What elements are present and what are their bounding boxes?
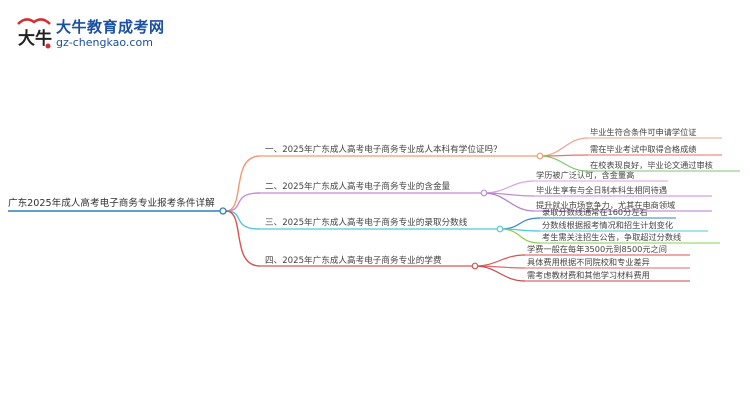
branch-1-dot: [536, 152, 544, 160]
branch-1-leaf-1-curve: [539, 137, 589, 157]
branch-4-curve: [225, 210, 261, 267]
branch-3-leaf-1: 录取分数线通常在160分左右: [542, 207, 648, 217]
branch-4-leaf-1-curve: [474, 254, 526, 267]
root-node[interactable]: 广东2025年成人高考电子商务专业报考条件详解: [8, 197, 227, 215]
branch-3-leaf-1-curve: [499, 217, 541, 230]
root-connector-dot: [219, 207, 227, 215]
logo-glyph: 大牛: [18, 28, 52, 49]
branch-1-leaf-2: 需在毕业考试中取得合格成绩: [590, 144, 696, 154]
branch-2-label: 二、2025年广东成人高考电子商务专业的含金量: [265, 180, 451, 192]
branch-4[interactable]: 四、2025年广东成人高考电子商务专业的学费 学费一般在每年3500元到8500…: [265, 244, 667, 280]
site-logo[interactable]: 大牛 大牛教育成考网 gz-chengkao.com: [14, 14, 164, 54]
branch-2-leaf-3: 提升就业市场竞争力，尤其在电商领域: [536, 200, 675, 210]
branch-3-dot: [496, 225, 504, 233]
branch-1-label: 一、2025年广东成人高考电子商务专业成人本科有学位证吗？: [265, 143, 502, 155]
branch-2-leaf-2: 毕业生享有与全日制本科生相同待遇: [536, 185, 667, 195]
branch-2-dot: [480, 189, 488, 197]
branch-4-leaf-3-curve: [474, 265, 526, 282]
branch-3-leaf-3-curve: [499, 228, 541, 244]
branch-3-leaf-3: 考生需关注招生公告，争取超过分数线: [542, 232, 681, 242]
branch-3[interactable]: 三、2025年广东成人高考电子商务专业的录取分数线 录取分数线通常在160分左右…: [265, 207, 681, 242]
branch-4-dot: [471, 262, 479, 270]
site-name: 大牛教育成考网: [56, 18, 165, 36]
branch-4-leaf-3: 需考虑教材费和其他学习材料费用: [527, 270, 650, 280]
branch-1-leaf-3-curve: [539, 155, 589, 172]
branch-1[interactable]: 一、2025年广东成人高考电子商务专业成人本科有学位证吗？ 毕业生符合条件可申请…: [265, 127, 713, 170]
branch-4-leaf-2: 具体费用根据不同院校和专业差异: [527, 257, 650, 267]
branch-3-leaf-2: 分数线根据报考情况和招生计划变化: [542, 220, 673, 230]
branch-2-leaf-1-curve: [483, 180, 535, 194]
branch-2-curve: [225, 192, 261, 212]
branch-2[interactable]: 二、2025年广东成人高考电子商务专业的含金量 学历被广泛认可，含金量高 毕业生…: [265, 170, 675, 210]
branch-1-leaf-3: 在校表现良好，毕业论文通过审核: [590, 160, 713, 170]
site-url: gz-chengkao.com: [56, 36, 153, 49]
mindmap-edges: [225, 137, 740, 282]
branch-2-leaf-3-curve: [483, 192, 535, 212]
branch-1-curve: [225, 155, 261, 212]
branch-4-label: 四、2025年广东成人高考电子商务专业的学费: [265, 254, 442, 266]
branch-3-curve: [225, 210, 261, 230]
root-label: 广东2025年成人高考电子商务专业报考条件详解: [8, 197, 215, 209]
branch-2-leaf-1: 学历被广泛认可，含金量高: [536, 170, 634, 180]
branch-3-label: 三、2025年广东成人高考电子商务专业的录取分数线: [265, 216, 468, 228]
branch-1-leaf-1: 毕业生符合条件可申请学位证: [590, 127, 696, 137]
bull-logo-icon: 大牛: [17, 18, 52, 49]
branch-4-leaf-1: 学费一般在每年3500元到8500元之间: [527, 244, 667, 254]
